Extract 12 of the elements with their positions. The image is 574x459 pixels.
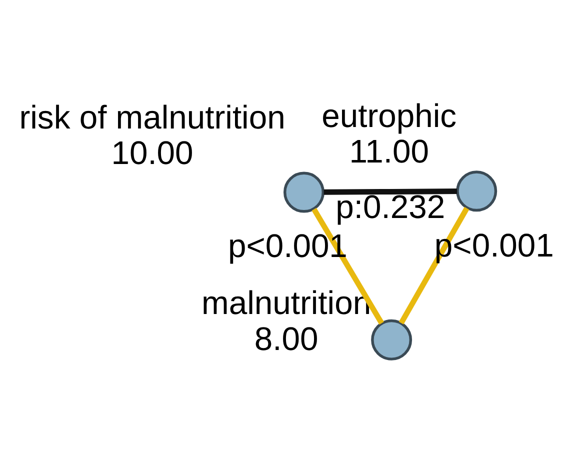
node-label: 10.00 xyxy=(111,133,194,170)
node-circle xyxy=(283,171,324,212)
connector xyxy=(312,207,384,324)
node-label: risk of malnutrition xyxy=(19,98,286,135)
connector xyxy=(324,188,458,194)
node-circle xyxy=(371,318,412,360)
node-circle xyxy=(456,170,498,212)
node-label: malnutrition xyxy=(202,284,372,321)
node-label: 8.00 xyxy=(254,319,318,356)
node-label: eutrophic xyxy=(322,96,457,134)
connector xyxy=(398,206,470,324)
edge-label: p:0.232 xyxy=(336,187,446,224)
